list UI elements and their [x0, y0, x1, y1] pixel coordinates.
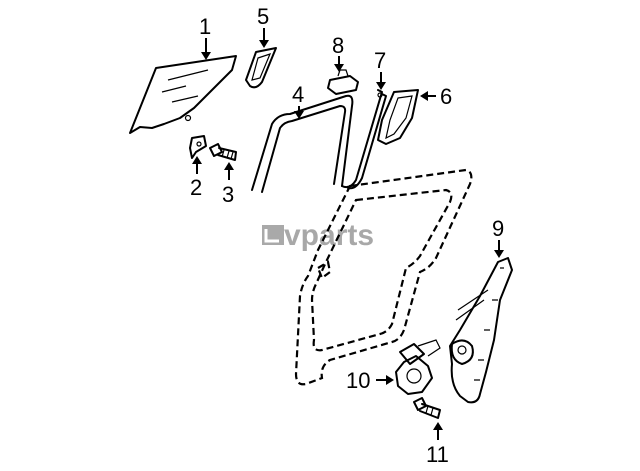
- callout-8: 8: [332, 33, 344, 58]
- callout-3: 3: [222, 182, 234, 207]
- part-motor-bolt: [413, 397, 441, 419]
- door-inner-panel-outline: [294, 168, 473, 386]
- callout-1: 1: [199, 14, 211, 39]
- callout-10: 10: [346, 368, 370, 393]
- watermark-text: vparts: [284, 219, 374, 252]
- part-clip: [189, 135, 207, 159]
- callout-6: 6: [440, 84, 452, 109]
- part-bumper: [327, 69, 359, 95]
- callout-11: 11: [426, 442, 449, 467]
- callout-4: 4: [292, 82, 304, 107]
- part-bolt: [209, 143, 237, 161]
- watermark: vparts: [262, 219, 374, 252]
- callout-labels: 1 2 3 4 5 6 7 8 9 10 11: [190, 4, 504, 467]
- part-regulator-motor: [395, 339, 441, 395]
- lv-logo-icon: [262, 225, 284, 245]
- part-fixed-glass: [245, 47, 277, 89]
- callout-2: 2: [190, 175, 202, 200]
- part-window-regulator: [449, 257, 513, 404]
- part-quarter-trim: [377, 89, 419, 145]
- callout-5: 5: [257, 4, 269, 29]
- callout-9: 9: [492, 216, 504, 241]
- part-door-glass: [129, 55, 237, 134]
- part-run-channel: [251, 94, 354, 193]
- callout-7: 7: [374, 48, 386, 73]
- callout-leaders: [192, 28, 504, 440]
